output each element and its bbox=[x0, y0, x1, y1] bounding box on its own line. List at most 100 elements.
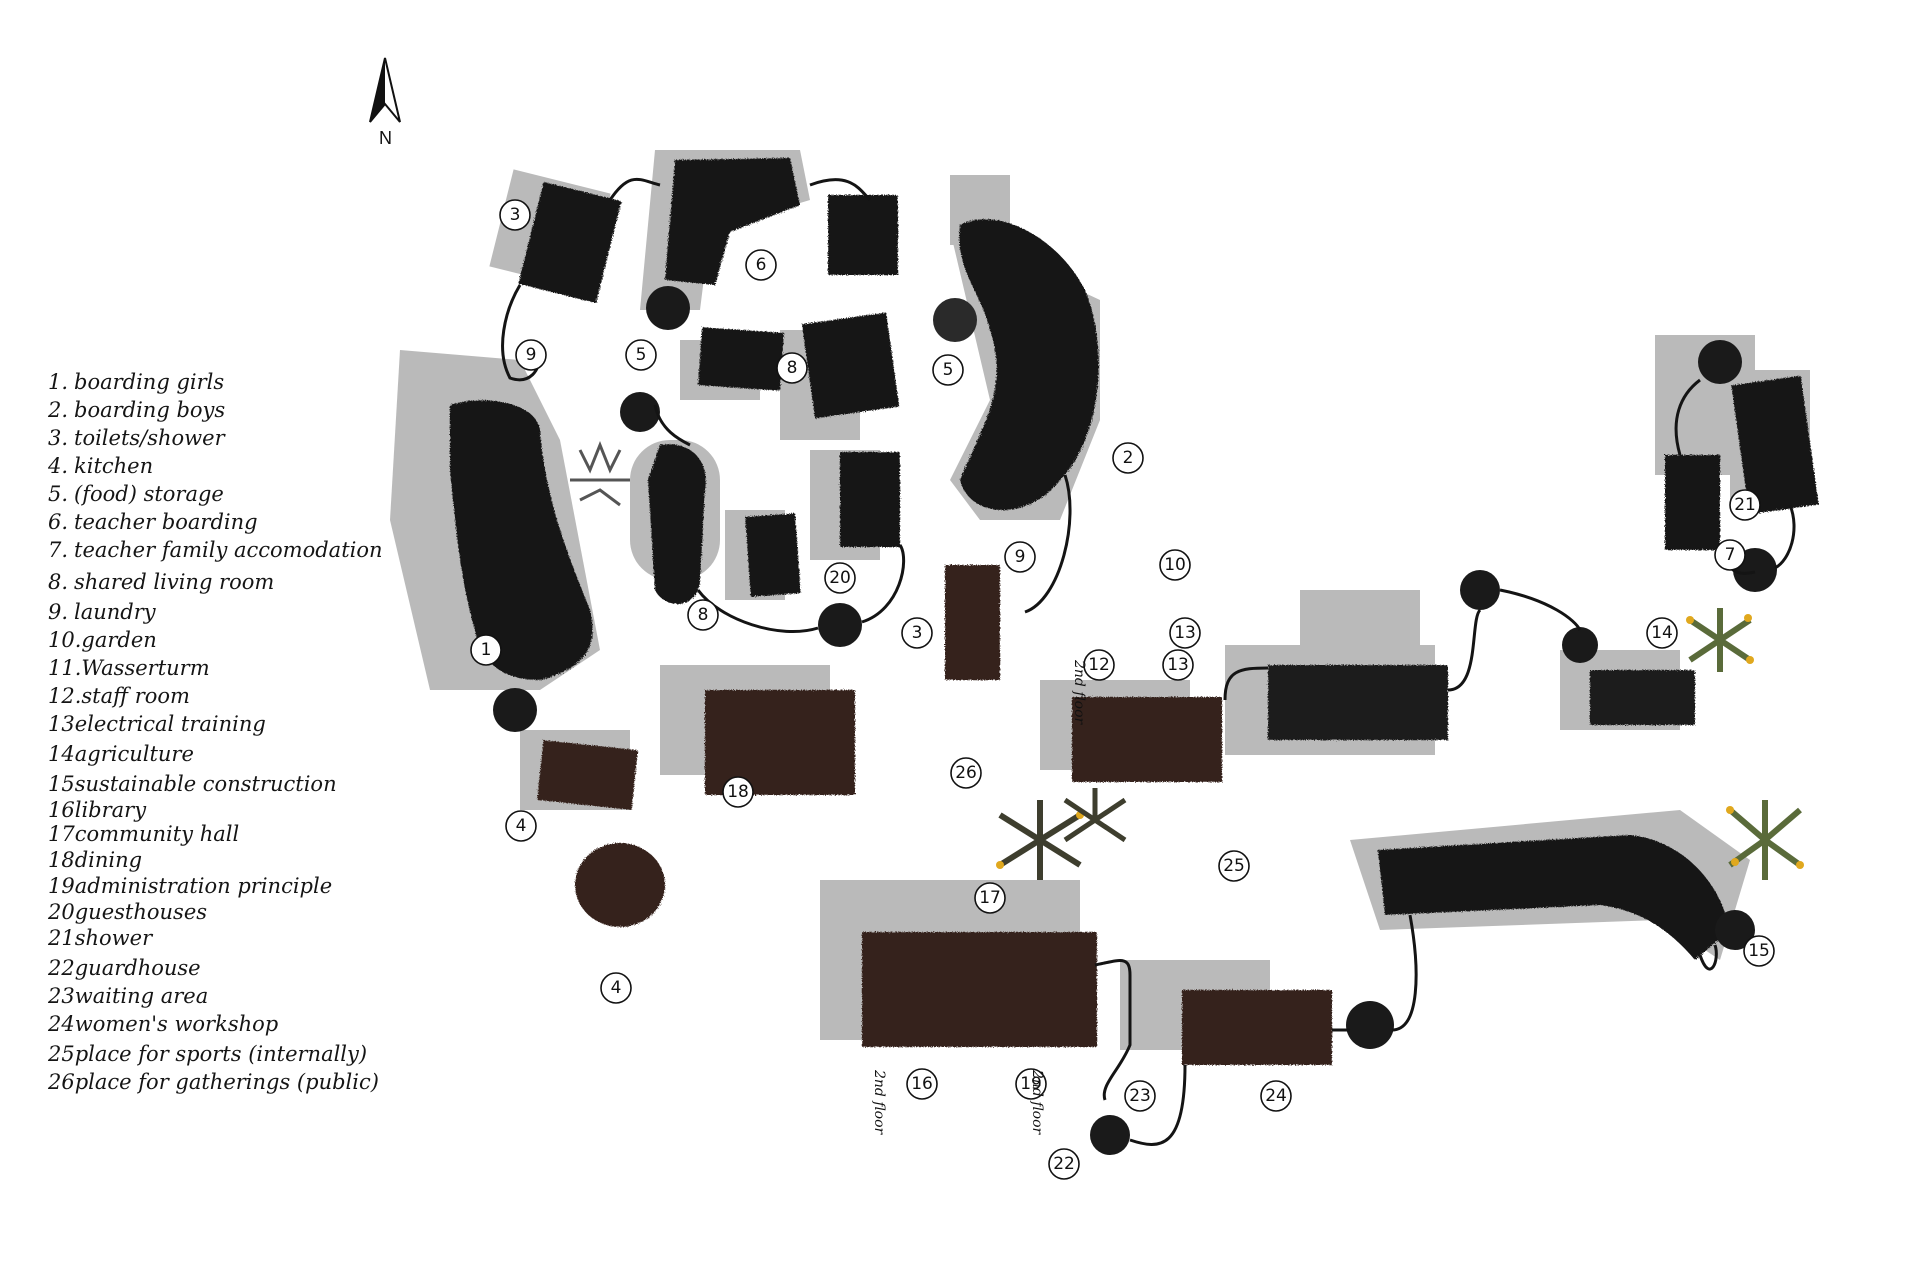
building-number-label: 22 bbox=[1048, 1148, 1080, 1180]
legend-number: 20 bbox=[48, 900, 75, 924]
legend-number: 11. bbox=[48, 656, 82, 680]
label-circle bbox=[1162, 649, 1194, 681]
label-circle bbox=[1260, 1080, 1292, 1112]
label-text: 3 bbox=[510, 205, 521, 225]
label-text: 9 bbox=[1015, 547, 1026, 567]
building-number-label: 4 bbox=[505, 810, 537, 842]
building-womens-workshop bbox=[1182, 990, 1332, 1065]
legend-number: 18 bbox=[48, 848, 75, 872]
legend-number: 12. bbox=[48, 684, 82, 708]
building-number-label: 16 bbox=[906, 1068, 938, 1100]
legend-label: place for sports (internally) bbox=[74, 1042, 368, 1066]
label-text: 14 bbox=[1651, 623, 1673, 643]
legend-label: staff room bbox=[81, 684, 190, 708]
legend-item: 14 agriculture bbox=[48, 742, 194, 766]
building-guesthouse-b bbox=[745, 513, 801, 597]
legend-item: 17 community hall bbox=[48, 822, 239, 846]
legend-number: 3. bbox=[48, 426, 69, 450]
legend-number: 14 bbox=[48, 742, 75, 766]
label-text: 25 bbox=[1223, 856, 1245, 876]
legend-item: 18 dining bbox=[48, 848, 142, 872]
legend-number: 8. bbox=[48, 570, 69, 594]
legend-number: 15 bbox=[48, 772, 75, 796]
legend-item: 13 electrical training bbox=[48, 712, 266, 736]
label-circle bbox=[625, 339, 657, 371]
label-circle bbox=[901, 617, 933, 649]
legend-label: boarding girls bbox=[74, 370, 225, 394]
legend-item: 21 shower bbox=[48, 926, 152, 950]
label-circle bbox=[1169, 617, 1201, 649]
legend-label: teacher boarding bbox=[74, 510, 258, 534]
label-text: 5 bbox=[943, 360, 954, 380]
legend-label: electrical training bbox=[74, 712, 266, 736]
building-kitchen-b bbox=[575, 843, 665, 927]
legend-number: 17 bbox=[48, 822, 75, 846]
building-teacher-family-b bbox=[1731, 375, 1819, 515]
label-circle bbox=[1015, 1068, 1047, 1100]
label-circle bbox=[974, 882, 1006, 914]
label-circle bbox=[1112, 442, 1144, 474]
building-number-label: 4 bbox=[600, 972, 632, 1004]
legend-item: 6. teacher boarding bbox=[48, 510, 258, 534]
building-number-label: 9 bbox=[515, 339, 547, 371]
label-circle bbox=[906, 1068, 938, 1100]
label-text: 8 bbox=[787, 358, 798, 378]
label-circle bbox=[1646, 617, 1678, 649]
building-library bbox=[862, 932, 1097, 1047]
label-text: 7 bbox=[1725, 545, 1736, 565]
legend-label: agriculture bbox=[74, 742, 194, 766]
building-number-label: 26 bbox=[950, 757, 982, 789]
label-text: 2 bbox=[1123, 448, 1134, 468]
label-circle bbox=[1083, 649, 1115, 681]
building-number-label: 21 bbox=[1729, 489, 1761, 521]
legend-item: 11. Wasserturm bbox=[48, 656, 210, 680]
building-number-label: 3 bbox=[499, 199, 531, 231]
legend-label: shared living room bbox=[74, 570, 275, 594]
building-number-label: 23 bbox=[1124, 1080, 1156, 1112]
legend-label: dining bbox=[74, 848, 143, 872]
building-number-label: 8 bbox=[687, 599, 719, 631]
legend-label: women's workshop bbox=[74, 1012, 279, 1036]
label-text: 13 bbox=[1174, 623, 1196, 643]
floor-note-19: 2nd floor bbox=[1029, 1069, 1045, 1136]
label-circle bbox=[1714, 539, 1746, 571]
building-small-n bbox=[828, 195, 898, 275]
label-circle bbox=[1124, 1080, 1156, 1112]
label-circle bbox=[745, 249, 777, 281]
legend-label: guardhouse bbox=[74, 956, 201, 980]
building-teacher-boarding bbox=[665, 158, 800, 285]
legend-label: Wasserturm bbox=[81, 656, 210, 680]
label-text: 4 bbox=[516, 816, 527, 836]
legend-item: 12. staff room bbox=[48, 684, 190, 708]
building-guesthouse-a bbox=[840, 452, 900, 547]
legend-item: 16 library bbox=[48, 798, 146, 822]
label-text: 20 bbox=[829, 568, 851, 588]
label-circle bbox=[1159, 549, 1191, 581]
legend-item: 2. boarding boys bbox=[48, 398, 225, 422]
label-circle bbox=[499, 199, 531, 231]
legend-item: 9. laundry bbox=[48, 600, 156, 624]
legend-item: 8. shared living room bbox=[48, 570, 274, 594]
legend-label: shower bbox=[74, 926, 153, 950]
buildings-black bbox=[450, 158, 1819, 960]
legend-number: 9. bbox=[48, 600, 69, 624]
legend-label: administration principle bbox=[74, 874, 333, 898]
building-number-label: 18 bbox=[722, 776, 754, 808]
legend-number: 10. bbox=[48, 628, 82, 652]
label-circle bbox=[1218, 850, 1250, 882]
legend-item: 15 sustainable construction bbox=[48, 772, 337, 796]
legend-number: 25 bbox=[48, 1042, 75, 1066]
legend-number: 22 bbox=[48, 956, 75, 980]
label-circle bbox=[687, 599, 719, 631]
legend-item: 4. kitchen bbox=[48, 454, 153, 478]
label-circle bbox=[722, 776, 754, 808]
label-text: 21 bbox=[1734, 495, 1756, 515]
buildings-timber bbox=[537, 565, 1332, 1065]
building-number-label: 9 bbox=[1004, 541, 1036, 573]
building-number-label: 13 bbox=[1169, 617, 1201, 649]
building-toilets-nw bbox=[518, 181, 622, 304]
floor-note-12: 2nd floor bbox=[1071, 659, 1087, 726]
legend-label: sustainable construction bbox=[74, 772, 337, 796]
legend-item: 3. toilets/shower bbox=[48, 426, 225, 450]
building-agriculture bbox=[1268, 665, 1448, 740]
